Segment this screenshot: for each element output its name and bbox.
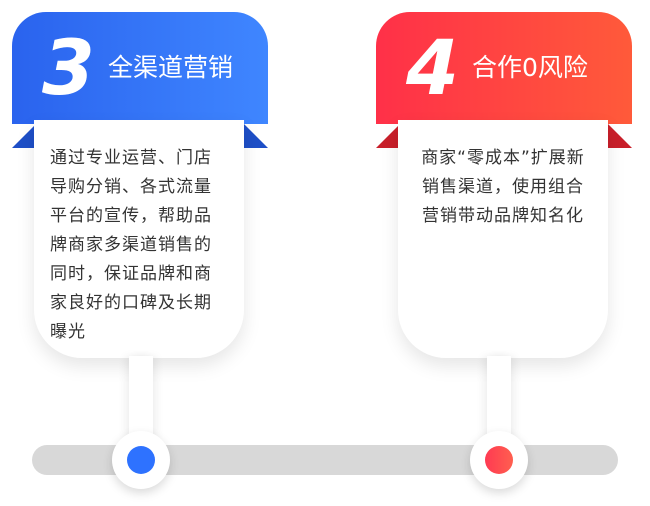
ribbon-fold-left — [12, 124, 36, 148]
step-card-header: 3 全渠道营销 — [12, 12, 268, 124]
step-card-3: 3 全渠道营销 通过专业运营、门店导购分销、各式流量平台的宣传，帮助品牌商家多渠… — [12, 12, 268, 358]
timeline-node-4 — [470, 431, 528, 489]
step-card-body: 通过专业运营、门店导购分销、各式流量平台的宣传，帮助品牌商家多渠道销售的同时，保… — [34, 120, 244, 358]
step-description: 通过专业运营、门店导购分销、各式流量平台的宣传，帮助品牌商家多渠道销售的同时，保… — [50, 148, 212, 342]
step-card-4: 4 合作0风险 商家“零成本”扩展新销售渠道，使用组合营销带动品牌知名化 — [376, 12, 632, 358]
step-number: 4 — [406, 23, 459, 112]
timeline-dot-icon — [485, 446, 513, 474]
step-card-body: 商家“零成本”扩展新销售渠道，使用组合营销带动品牌知名化 — [398, 120, 608, 358]
step-title: 合作0风险 — [472, 53, 588, 82]
timeline-dot-icon — [127, 446, 155, 474]
step-card-header: 4 合作0风险 — [376, 12, 632, 124]
step-description: 商家“零成本”扩展新销售渠道，使用组合营销带动品牌知名化 — [421, 148, 585, 226]
step-number: 3 — [42, 23, 95, 112]
ribbon-fold-right — [244, 124, 268, 148]
timeline-node-3 — [112, 431, 170, 489]
step-title: 全渠道营销 — [108, 53, 234, 82]
ribbon-fold-left — [376, 124, 400, 148]
ribbon-fold-right — [608, 124, 632, 148]
